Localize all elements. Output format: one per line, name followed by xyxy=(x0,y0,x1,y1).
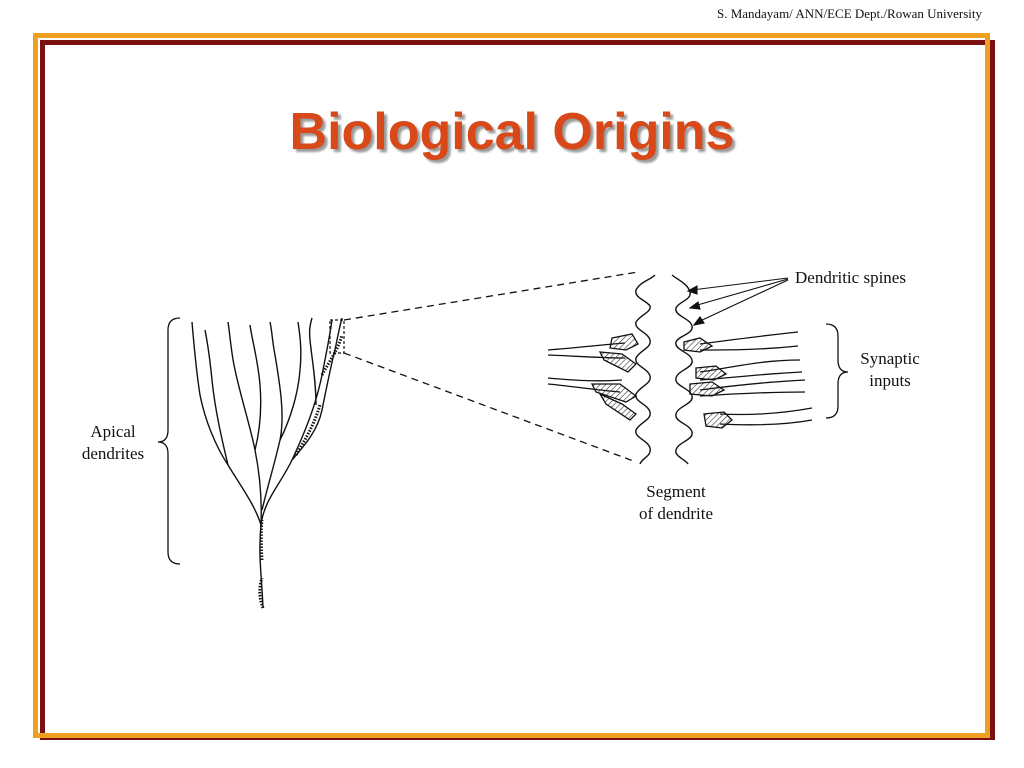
segment-label-line1: Segment xyxy=(646,482,706,501)
spine-arrows xyxy=(686,277,789,326)
apical-label-line1: Apical xyxy=(90,422,136,441)
apical-brace xyxy=(157,317,181,565)
slide-frame xyxy=(33,33,990,738)
synaptic-inputs xyxy=(547,331,813,429)
dendrite-segment xyxy=(635,274,693,465)
slide-title: Biological Origins xyxy=(289,103,735,161)
header-credit: S. Mandayam/ ANN/ECE Dept./Rowan Univers… xyxy=(716,6,982,21)
synaptic-label-line2: inputs xyxy=(869,371,911,390)
synaptic-brace xyxy=(825,323,849,419)
zoom-line-bottom xyxy=(343,352,637,463)
dendritic-tree xyxy=(191,317,344,609)
magnified-region-box xyxy=(329,319,345,354)
zoom-line-top xyxy=(343,271,639,321)
segment-label-line2: of dendrite xyxy=(639,504,713,523)
dendritic-spines-label: Dendritic spines xyxy=(795,268,906,287)
synaptic-label-line1: Synaptic xyxy=(860,349,920,368)
apical-label-line2: dendrites xyxy=(82,444,144,463)
